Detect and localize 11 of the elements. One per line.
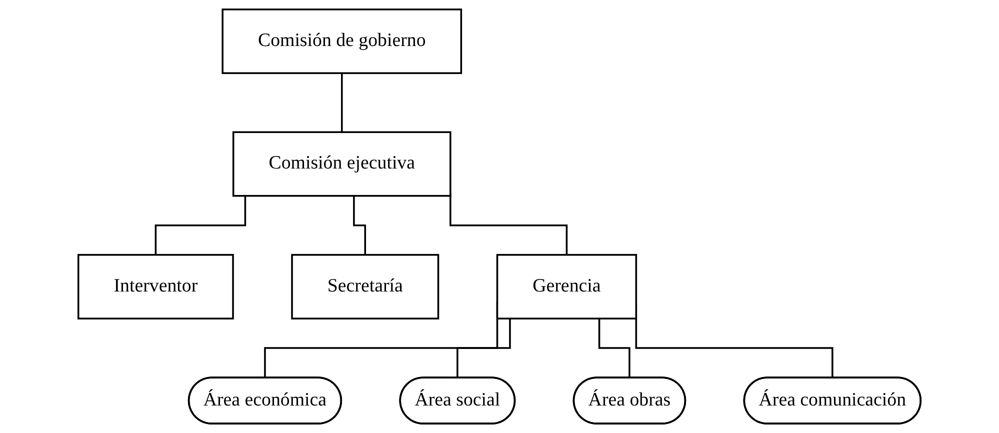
connector	[456, 318, 511, 380]
node-box: Interventor	[77, 254, 234, 320]
connector	[340, 73, 343, 134]
connector	[353, 196, 366, 256]
node-box: Comisión de gobierno	[222, 8, 462, 74]
node-box: Secretaría	[291, 254, 440, 320]
connector	[450, 194, 568, 256]
connector	[154, 196, 246, 256]
node-box: Comisión ejecutiva	[232, 131, 452, 197]
node-box: Gerencia	[496, 254, 638, 320]
connector	[598, 318, 631, 380]
